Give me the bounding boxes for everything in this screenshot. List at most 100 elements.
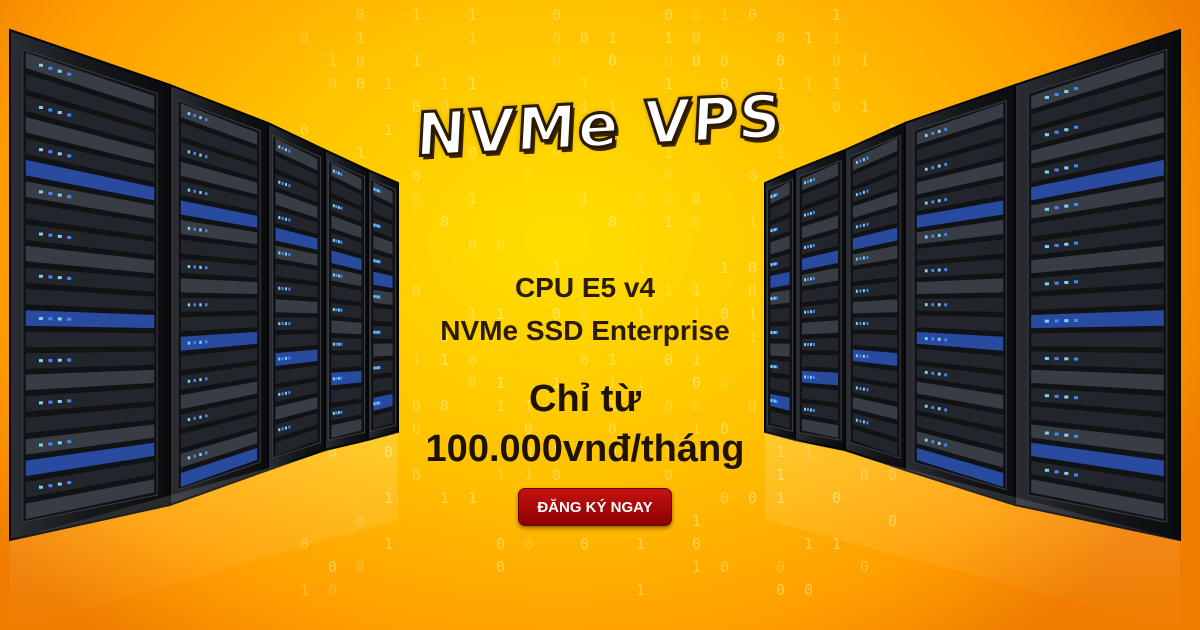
svg-text:1: 1	[692, 558, 701, 576]
svg-text:1: 1	[468, 190, 477, 208]
svg-text:1: 1	[860, 52, 869, 70]
svg-text:0: 0	[860, 558, 869, 576]
svg-text:0: 0	[356, 52, 365, 70]
svg-text:0: 0	[468, 144, 477, 162]
svg-text:1: 1	[692, 282, 701, 300]
svg-text:1: 1	[608, 374, 617, 392]
svg-text:1: 1	[692, 512, 701, 530]
svg-text:0: 0	[468, 351, 477, 369]
register-now-button[interactable]: ĐĂNG KÝ NGAY	[518, 488, 672, 526]
svg-text:0: 0	[328, 75, 337, 93]
svg-text:0: 0	[552, 466, 561, 484]
svg-text:0: 0	[300, 121, 309, 139]
svg-text:0: 0	[608, 213, 617, 231]
svg-text:1: 1	[776, 144, 785, 162]
svg-text:0: 0	[496, 535, 505, 553]
svg-text:0: 0	[720, 75, 729, 93]
svg-text:1: 1	[664, 75, 673, 93]
svg-text:0: 0	[468, 236, 477, 254]
svg-text:0: 0	[440, 213, 449, 231]
svg-text:0: 0	[580, 305, 589, 323]
price-prefix: Chỉ từ	[529, 378, 641, 420]
svg-text:1: 1	[748, 213, 757, 231]
svg-text:0: 0	[580, 29, 589, 47]
svg-text:0: 0	[804, 581, 813, 599]
svg-text:1: 1	[692, 305, 701, 323]
svg-text:0: 0	[412, 282, 421, 300]
svg-text:1: 1	[468, 6, 477, 24]
svg-text:0: 0	[776, 581, 785, 599]
svg-text:1: 1	[664, 29, 673, 47]
svg-text:1: 1	[748, 328, 757, 346]
svg-text:0: 0	[440, 328, 449, 346]
svg-text:1: 1	[664, 213, 673, 231]
svg-text:1: 1	[860, 98, 869, 116]
svg-text:0: 0	[552, 52, 561, 70]
svg-text:0: 0	[328, 558, 337, 576]
svg-text:1: 1	[636, 535, 645, 553]
svg-text:1: 1	[356, 29, 365, 47]
svg-text:1: 1	[664, 282, 673, 300]
svg-text:1: 1	[748, 305, 757, 323]
svg-text:1: 1	[384, 121, 393, 139]
svg-text:1: 1	[692, 420, 701, 438]
svg-text:0: 0	[356, 558, 365, 576]
svg-text:1: 1	[692, 351, 701, 369]
svg-text:0: 0	[776, 121, 785, 139]
svg-text:0: 0	[748, 259, 757, 277]
svg-text:1: 1	[440, 351, 449, 369]
price-value: 100.000vnđ/tháng	[425, 428, 745, 470]
svg-text:1: 1	[496, 98, 505, 116]
svg-text:0: 0	[664, 167, 673, 185]
svg-text:1: 1	[552, 259, 561, 277]
svg-text:1: 1	[468, 75, 477, 93]
svg-text:1: 1	[832, 29, 841, 47]
svg-text:0: 0	[608, 420, 617, 438]
svg-text:0: 0	[720, 374, 729, 392]
svg-text:0: 0	[692, 52, 701, 70]
svg-text:1: 1	[636, 581, 645, 599]
svg-text:1: 1	[636, 374, 645, 392]
svg-text:1: 1	[608, 351, 617, 369]
svg-text:0: 0	[412, 167, 421, 185]
spec-storage: NVMe SSD Enterprise	[440, 315, 730, 346]
svg-text:1: 1	[496, 374, 505, 392]
svg-text:1: 1	[412, 6, 421, 24]
svg-text:0: 0	[664, 6, 673, 24]
svg-text:1: 1	[608, 98, 617, 116]
svg-text:0: 0	[496, 236, 505, 254]
svg-text:0: 0	[664, 397, 673, 415]
svg-text:1: 1	[552, 282, 561, 300]
svg-text:0: 0	[748, 167, 757, 185]
svg-text:0: 0	[552, 29, 561, 47]
svg-text:1: 1	[440, 489, 449, 507]
svg-text:1: 1	[636, 259, 645, 277]
svg-text:0: 0	[748, 397, 757, 415]
svg-text:1: 1	[384, 75, 393, 93]
svg-text:0: 0	[664, 190, 673, 208]
svg-text:1: 1	[580, 190, 589, 208]
svg-text:0: 0	[692, 6, 701, 24]
svg-text:1: 1	[804, 535, 813, 553]
svg-text:1: 1	[440, 75, 449, 93]
svg-text:1: 1	[496, 305, 505, 323]
svg-text:0: 0	[720, 489, 729, 507]
svg-text:0: 0	[720, 558, 729, 576]
svg-text:1: 1	[664, 144, 673, 162]
svg-text:0: 0	[328, 581, 337, 599]
svg-text:0: 0	[496, 558, 505, 576]
svg-text:0: 0	[300, 29, 309, 47]
svg-text:1: 1	[664, 443, 673, 461]
svg-text:0: 0	[608, 52, 617, 70]
svg-text:0: 0	[776, 558, 785, 576]
svg-text:0: 0	[832, 98, 841, 116]
svg-text:1: 1	[468, 29, 477, 47]
svg-text:0: 0	[524, 420, 533, 438]
svg-text:1: 1	[524, 397, 533, 415]
svg-text:1: 1	[412, 351, 421, 369]
svg-text:0: 0	[412, 190, 421, 208]
svg-text:1: 1	[608, 29, 617, 47]
svg-text:1: 1	[636, 305, 645, 323]
svg-text:1: 1	[300, 581, 309, 599]
